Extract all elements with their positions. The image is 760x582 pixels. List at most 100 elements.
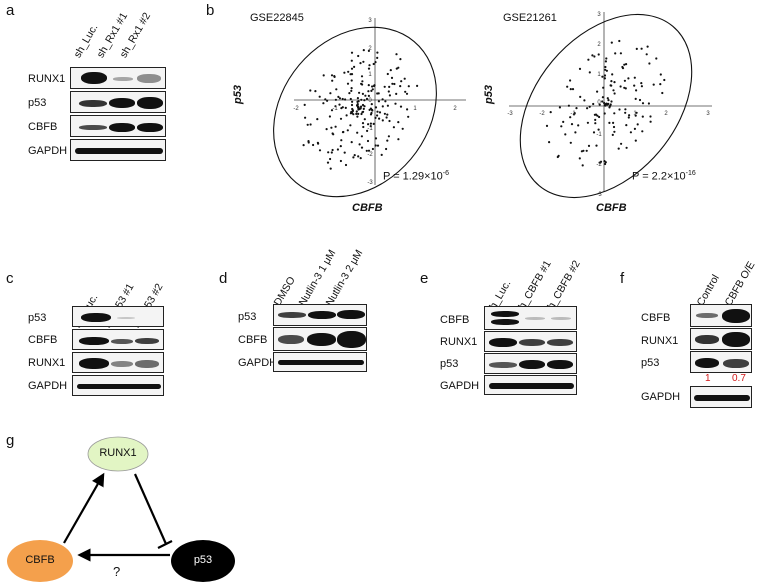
scatter-point xyxy=(353,154,356,157)
scatter-point xyxy=(367,90,370,93)
plot1-pvalue: P = 1.29×10-6 xyxy=(383,170,449,183)
scatter-point xyxy=(569,88,572,91)
scatter-point xyxy=(603,77,606,80)
plot1-xlabel: CBFB xyxy=(352,202,383,214)
scatter-point xyxy=(351,100,354,103)
scatter-point xyxy=(307,140,310,143)
scatter-point xyxy=(612,121,615,124)
scatter-point xyxy=(350,67,354,70)
panel-b-label: b xyxy=(206,2,215,19)
plot2-xlabel: CBFB xyxy=(596,202,627,214)
blot-runx1 xyxy=(72,352,164,373)
scatter-point xyxy=(370,108,374,111)
scatter-point xyxy=(601,100,604,103)
scatter-point xyxy=(389,69,392,72)
ratio-oe: 0.7 xyxy=(732,373,746,384)
scatter-point xyxy=(370,89,373,92)
scatter-point xyxy=(598,115,601,119)
row-label: GAPDH xyxy=(440,380,480,392)
scatter-point xyxy=(647,102,651,105)
scatter-point xyxy=(569,141,572,144)
scatter-point xyxy=(318,95,321,98)
scatter-point xyxy=(655,57,658,60)
scatter-point xyxy=(367,94,370,97)
row-label: p53 xyxy=(28,97,47,109)
tick-label: 3 xyxy=(597,12,601,18)
scatter-point xyxy=(611,133,614,136)
blot-cbfb xyxy=(484,306,577,330)
row-label: GAPDH xyxy=(641,391,681,403)
scatter-point xyxy=(359,157,362,160)
scatter-point xyxy=(608,121,611,124)
blot-p53 xyxy=(70,91,166,113)
scatter-point xyxy=(593,55,596,58)
scatter-point xyxy=(386,72,389,76)
scatter-point xyxy=(357,105,360,109)
scatter-point xyxy=(595,144,598,147)
scatter-point xyxy=(348,92,351,95)
tick-label: -2 xyxy=(367,152,373,158)
cbfb-node-label: CBFB xyxy=(25,554,55,566)
scatter-point xyxy=(341,106,344,109)
scatter-point xyxy=(328,115,331,118)
scatter-point xyxy=(659,73,662,76)
scatter-point xyxy=(356,103,359,106)
scatter-point xyxy=(610,41,613,44)
scatter-point xyxy=(635,89,638,92)
scatter-point xyxy=(329,167,332,170)
scatter-point xyxy=(605,69,609,72)
scatter-point xyxy=(350,79,353,82)
scatter-point xyxy=(619,52,623,55)
tick-label: 3 xyxy=(706,111,710,117)
row-label: RUNX1 xyxy=(28,73,66,85)
scatter-point xyxy=(376,144,380,147)
scatter-point xyxy=(548,141,551,144)
scatter-point xyxy=(397,138,400,141)
scatter-point xyxy=(406,108,409,111)
tick-label: -3 xyxy=(596,192,602,198)
scatter-point xyxy=(356,100,359,103)
scatter-point xyxy=(338,97,342,100)
tick-label: -1 xyxy=(367,126,373,132)
blot-runx1 xyxy=(70,67,166,89)
scatter-point xyxy=(355,112,358,115)
scatter-point xyxy=(334,98,337,101)
scatter-point xyxy=(357,155,360,158)
p53-node-label: p53 xyxy=(193,554,213,566)
scatter-point xyxy=(399,105,403,108)
scatter-point xyxy=(641,130,644,133)
scatter-point xyxy=(340,139,343,142)
scatter-point xyxy=(383,112,386,115)
unknown-link-question: ? xyxy=(113,564,121,579)
scatter-point xyxy=(360,82,363,85)
scatter-point xyxy=(597,53,600,56)
scatter-point xyxy=(575,107,578,110)
scatter-point xyxy=(337,95,340,98)
tick-label: 2 xyxy=(597,42,601,48)
scatter-point xyxy=(322,102,325,105)
scatter-point xyxy=(374,144,377,147)
tick-label: -2 xyxy=(293,106,299,112)
row-label: GAPDH xyxy=(28,380,68,392)
scatter-point xyxy=(343,151,346,154)
blot-gapdh xyxy=(70,139,166,161)
scatter-point xyxy=(407,85,410,88)
scatter-point xyxy=(601,75,604,78)
tick-label: -3 xyxy=(507,111,513,117)
scatter-point xyxy=(549,111,552,114)
scatter-point xyxy=(330,126,333,129)
scatter-point xyxy=(627,77,630,80)
tick-label: 1 xyxy=(368,72,372,78)
scatter-point xyxy=(596,90,599,93)
scatter-point xyxy=(640,82,643,85)
row-label: CBFB xyxy=(238,334,268,346)
scatter-point xyxy=(577,124,580,127)
scatter-point xyxy=(392,126,395,129)
scatter-point xyxy=(350,59,353,62)
row-label: RUNX1 xyxy=(28,357,66,369)
scatter-point xyxy=(404,90,407,93)
scatter-point xyxy=(374,137,378,140)
scatter-point xyxy=(405,92,409,95)
scatter-point xyxy=(352,156,355,159)
scatter-point xyxy=(361,122,365,125)
